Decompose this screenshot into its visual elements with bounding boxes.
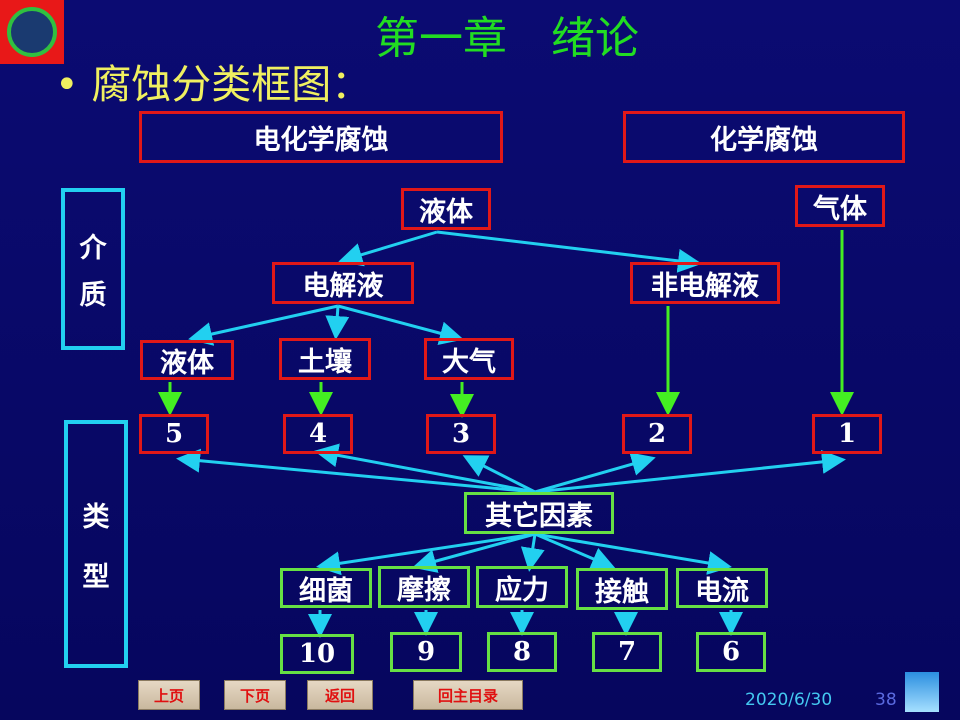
factor-current: 电流: [676, 568, 768, 608]
liquid-box: 液体: [140, 340, 234, 380]
cyan-arrows: [176, 230, 846, 638]
prev-page-button[interactable]: 上页: [138, 680, 200, 710]
university-logo: [0, 0, 64, 64]
subtitle-text: 腐蚀分类框图：: [91, 62, 372, 108]
type-box-5: 5: [139, 414, 209, 454]
type-label-box: 类型: [64, 420, 128, 668]
type-box-6: 6: [696, 632, 766, 672]
type-box-7: 7: [592, 632, 662, 672]
medium-char: 介: [79, 233, 107, 264]
type-char: 型: [82, 561, 110, 593]
soil-box: 土壤: [279, 338, 371, 380]
type-box-8: 8: [487, 632, 557, 672]
other-factors-box: 其它因素: [464, 492, 614, 534]
atmosphere-box: 大气: [424, 338, 514, 380]
liquid-top-box: 液体: [401, 188, 491, 230]
slide-subtitle: • 腐蚀分类框图：: [55, 62, 372, 108]
factor-stress: 应力: [476, 566, 568, 608]
type-box-2: 2: [622, 414, 692, 454]
green-arrows: [158, 230, 854, 418]
type-box-10: 10: [280, 634, 354, 674]
type-box-9: 9: [390, 632, 462, 672]
factor-bacteria: 细菌: [280, 568, 372, 608]
type-box-3: 3: [426, 414, 496, 454]
factor-contact: 接触: [576, 568, 668, 610]
gas-box: 气体: [795, 185, 885, 227]
medium-label-box: 介质: [61, 188, 125, 350]
next-page-button[interactable]: 下页: [224, 680, 286, 710]
type-char: 类: [82, 501, 110, 533]
type-box-1: 1: [812, 414, 882, 454]
slide-date: 2020/6/30: [745, 690, 833, 710]
menorah-icon[interactable]: [905, 672, 939, 712]
chemical-corrosion-box: 化学腐蚀: [623, 111, 905, 163]
type-box-4: 4: [283, 414, 353, 454]
electrochemical-corrosion-box: 电化学腐蚀: [139, 111, 503, 163]
non-electrolyte-box: 非电解液: [630, 262, 780, 304]
slide-title: 第一章 绪论: [375, 13, 639, 64]
medium-char: 质: [79, 280, 107, 311]
electrolyte-box: 电解液: [272, 262, 414, 304]
main-menu-button[interactable]: 回主目录: [413, 680, 523, 710]
factor-friction: 摩擦: [378, 566, 470, 608]
back-button[interactable]: 返回: [307, 680, 373, 710]
slide-number: 38: [875, 690, 897, 710]
